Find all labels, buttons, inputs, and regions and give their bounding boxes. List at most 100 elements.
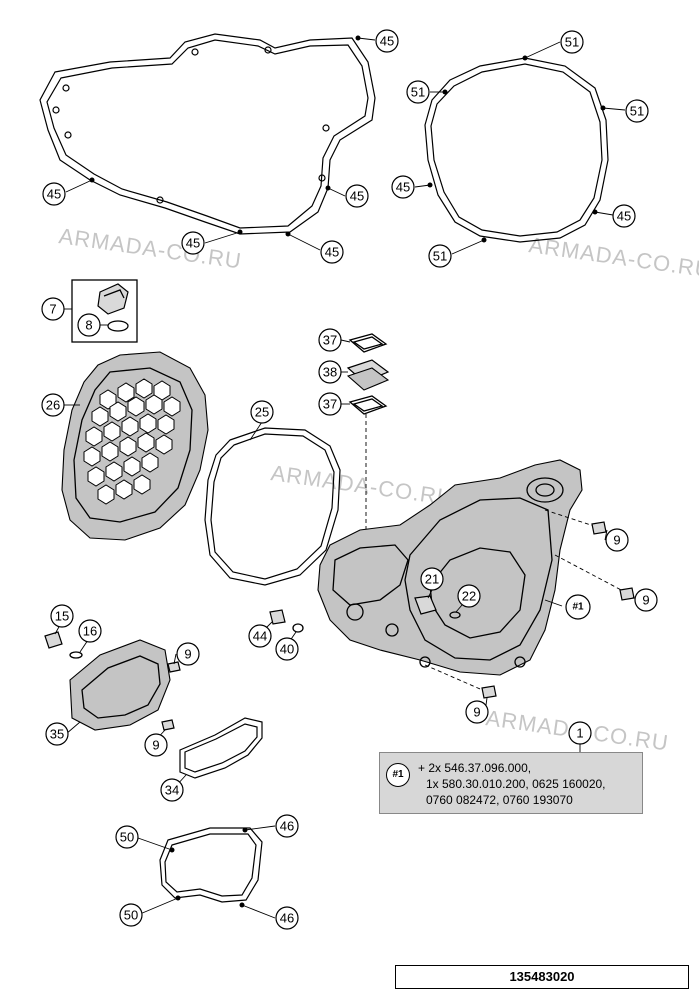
clutch-cover <box>61 351 209 541</box>
watermark-2: ARMADA-CO.RU <box>527 232 699 282</box>
callout-45[interactable]: 45 <box>320 240 344 264</box>
callout-45[interactable]: 45 <box>375 29 399 53</box>
callout-45[interactable]: 45 <box>391 175 415 199</box>
callout-38[interactable]: 38 <box>318 360 342 384</box>
svg-text:50: 50 <box>124 908 138 923</box>
svg-text:26: 26 <box>46 398 60 413</box>
watermark-3: ARMADA-CO.RU <box>269 460 455 510</box>
svg-text:45: 45 <box>47 187 61 202</box>
svg-text:38: 38 <box>323 365 337 380</box>
diagram-part-number: 135483020 <box>395 965 689 989</box>
callouts: 45 45 45 45 45 51 51 51 45 45 51 7 8 26 … <box>41 29 658 930</box>
callout-51[interactable]: 51 <box>428 244 452 268</box>
callout-25[interactable]: 25 <box>250 400 274 424</box>
callout-1-ref[interactable]: #1 <box>565 594 591 620</box>
callout-34[interactable]: 34 <box>160 778 184 802</box>
svg-text:1: 1 <box>576 726 583 741</box>
callout-50[interactable]: 50 <box>115 825 139 849</box>
svg-text:15: 15 <box>55 609 69 624</box>
hex-grid <box>83 378 181 505</box>
svg-text:45: 45 <box>186 236 200 251</box>
callout-51[interactable]: 51 <box>406 80 430 104</box>
svg-text:37: 37 <box>323 333 337 348</box>
callout-40[interactable]: 40 <box>275 637 299 661</box>
drain-plug-21-22 <box>414 595 461 619</box>
main-clutch-cover-housing <box>317 459 626 693</box>
note-line-1: + 2x 546.37.096.000, <box>418 761 532 775</box>
callout-46[interactable]: 46 <box>275 906 299 930</box>
svg-text:9: 9 <box>613 533 620 548</box>
svg-text:9: 9 <box>152 738 159 753</box>
svg-text:21: 21 <box>425 572 439 587</box>
callout-9[interactable]: 9 <box>465 700 489 724</box>
svg-text:#1: #1 <box>572 602 584 613</box>
note-line-2: 1x 580.30.010.200, 0625 160020, <box>426 777 606 791</box>
water-pump-cover <box>44 631 181 731</box>
callout-1[interactable]: 1 <box>568 721 592 745</box>
callout-37[interactable]: 37 <box>318 392 342 416</box>
svg-text:7: 7 <box>49 302 56 317</box>
callout-9[interactable]: 9 <box>634 588 658 612</box>
callout-51[interactable]: 51 <box>560 30 584 54</box>
callout-21[interactable]: 21 <box>420 567 444 591</box>
oil-filler-plug-group <box>71 279 138 343</box>
callout-9[interactable]: 9 <box>144 733 168 757</box>
svg-text:46: 46 <box>280 819 294 834</box>
svg-text:9: 9 <box>184 647 191 662</box>
svg-text:22: 22 <box>462 589 476 604</box>
callout-9[interactable]: 9 <box>176 642 200 666</box>
svg-text:34: 34 <box>165 783 179 798</box>
kit-note-box: #1 + 2x 546.37.096.000, 1x 580.30.010.20… <box>379 752 643 814</box>
callout-9[interactable]: 9 <box>605 528 629 552</box>
svg-text:45: 45 <box>380 34 394 49</box>
svg-text:35: 35 <box>50 727 64 742</box>
callout-15[interactable]: 15 <box>50 604 74 628</box>
cover-gasket-ring <box>204 427 341 586</box>
svg-text:9: 9 <box>473 705 480 720</box>
clutch-cover-outer-gasket <box>39 33 376 235</box>
svg-text:37: 37 <box>323 397 337 412</box>
svg-text:51: 51 <box>630 104 644 119</box>
svg-text:8: 8 <box>85 318 92 333</box>
svg-text:45: 45 <box>350 189 364 204</box>
seal-stack <box>346 333 390 545</box>
watermark-1: ARMADA-CO.RU <box>57 223 243 273</box>
callout-22[interactable]: 22 <box>457 584 481 608</box>
svg-text:51: 51 <box>411 85 425 100</box>
callout-16[interactable]: 16 <box>78 619 102 643</box>
callout-8[interactable]: 8 <box>77 313 101 337</box>
callout-45[interactable]: 45 <box>42 182 66 206</box>
callout-45[interactable]: 45 <box>612 204 636 228</box>
callout-35[interactable]: 35 <box>45 722 69 746</box>
callout-45[interactable]: 45 <box>181 231 205 255</box>
callout-51[interactable]: 51 <box>625 99 649 123</box>
note-line-3: 0760 082472, 0760 193070 <box>426 793 573 807</box>
bolts-9 <box>481 521 635 699</box>
svg-text:50: 50 <box>120 830 134 845</box>
callout-45[interactable]: 45 <box>345 184 369 208</box>
bolt-44-washer-40 <box>269 609 304 633</box>
svg-text:44: 44 <box>253 629 267 644</box>
callout-7[interactable]: 7 <box>41 297 65 321</box>
svg-text:51: 51 <box>433 249 447 264</box>
svg-text:40: 40 <box>280 642 294 657</box>
lower-gasket <box>159 827 263 903</box>
callout-50[interactable]: 50 <box>119 903 143 927</box>
svg-text:51: 51 <box>565 35 579 50</box>
svg-text:16: 16 <box>83 624 97 639</box>
leader-lines <box>54 35 635 919</box>
callout-26[interactable]: 26 <box>41 393 65 417</box>
svg-text:46: 46 <box>280 911 294 926</box>
clutch-cover-inner-gasket <box>424 57 609 243</box>
svg-text:45: 45 <box>325 245 339 260</box>
water-pump-gasket <box>179 717 263 779</box>
svg-text:45: 45 <box>617 209 631 224</box>
callout-46[interactable]: 46 <box>275 814 299 838</box>
svg-text:9: 9 <box>642 593 649 608</box>
callout-37[interactable]: 37 <box>318 328 342 352</box>
callout-44[interactable]: 44 <box>248 624 272 648</box>
svg-text:25: 25 <box>255 405 269 420</box>
svg-text:45: 45 <box>396 180 410 195</box>
note-tag-badge: #1 <box>386 763 410 787</box>
